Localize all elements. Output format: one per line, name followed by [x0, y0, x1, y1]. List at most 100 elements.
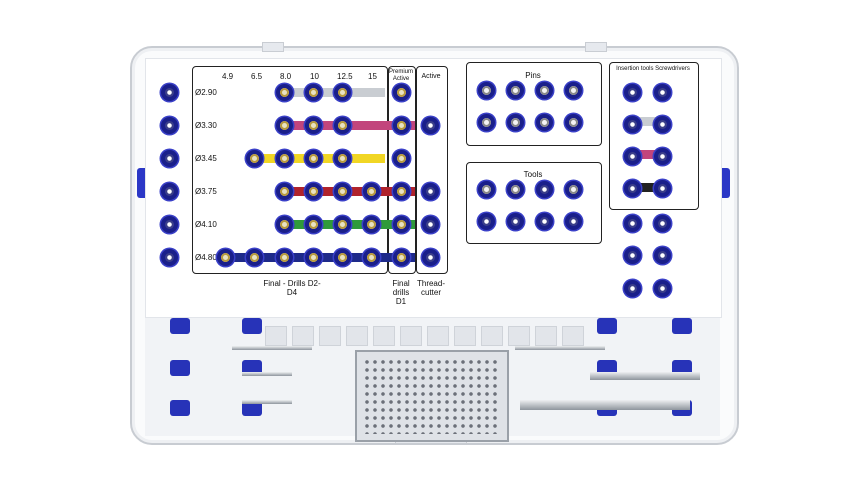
grid-cell [454, 326, 476, 346]
instrument-holder-left[interactable] [242, 400, 262, 416]
left-slot[interactable] [161, 117, 178, 134]
screwdriver-slot[interactable] [624, 148, 641, 165]
final-d1-label: Final drills D1 [392, 279, 410, 306]
tool-slot[interactable] [536, 181, 553, 198]
pin-slot[interactable] [565, 82, 582, 99]
column-header: 12.5 [337, 72, 353, 81]
drill-slot[interactable] [217, 249, 234, 266]
drill-slot[interactable] [334, 150, 351, 167]
tool-slot[interactable] [565, 181, 582, 198]
pins-section [466, 62, 602, 146]
tool-slot[interactable] [478, 181, 495, 198]
tool-slot[interactable] [478, 213, 495, 230]
drill-slot[interactable] [305, 84, 322, 101]
instrument-holder-left[interactable] [170, 318, 190, 334]
pin-slot[interactable] [536, 82, 553, 99]
left-slot[interactable] [161, 150, 178, 167]
thread-cutter-slot[interactable] [422, 249, 439, 266]
instrument-holder-right[interactable] [597, 318, 617, 334]
drill-slot[interactable] [305, 249, 322, 266]
drill-slot[interactable] [334, 216, 351, 233]
pin-slot[interactable] [507, 82, 524, 99]
drill-slot[interactable] [363, 183, 380, 200]
drill-slot[interactable] [276, 216, 293, 233]
drill-slot[interactable] [305, 150, 322, 167]
screwdriver-slot[interactable] [654, 84, 671, 101]
pin-slot[interactable] [565, 114, 582, 131]
instrument-holder-left[interactable] [242, 318, 262, 334]
drill-slot[interactable] [393, 216, 410, 233]
column-header: 4.9 [222, 72, 234, 81]
tool-slot[interactable] [565, 213, 582, 230]
pin-slot[interactable] [478, 114, 495, 131]
mesh-insert[interactable] [355, 350, 509, 442]
drill-slot[interactable] [276, 117, 293, 134]
drill-slot[interactable] [305, 117, 322, 134]
drill-slot[interactable] [246, 150, 263, 167]
tool-slot[interactable] [536, 213, 553, 230]
left-slot[interactable] [161, 249, 178, 266]
left-slot[interactable] [161, 216, 178, 233]
screwdriver-slot[interactable] [654, 180, 671, 197]
grid-cell [508, 326, 530, 346]
drill-slot[interactable] [393, 249, 410, 266]
drill-slot[interactable] [334, 249, 351, 266]
screwdriver-slot[interactable] [624, 180, 641, 197]
row-label: Ø3.45 [195, 154, 217, 163]
screwdriver-slot[interactable] [654, 148, 671, 165]
drill-extension[interactable] [242, 400, 292, 404]
instrument-holder-left[interactable] [170, 400, 190, 416]
drill-slot[interactable] [363, 216, 380, 233]
left-slot[interactable] [161, 84, 178, 101]
drill-slot[interactable] [334, 117, 351, 134]
torque-tool[interactable] [590, 372, 700, 380]
drill-extension[interactable] [242, 372, 292, 376]
thread-cutter-slot[interactable] [422, 117, 439, 134]
screwdriver-slot[interactable] [624, 280, 641, 297]
drill-slot[interactable] [246, 249, 263, 266]
screwdriver-slot[interactable] [624, 84, 641, 101]
grid-cell [481, 326, 503, 346]
drill-slot[interactable] [305, 183, 322, 200]
hex-driver[interactable] [515, 346, 605, 350]
tool-slot[interactable] [507, 181, 524, 198]
screwdriver-slot[interactable] [654, 215, 671, 232]
pin-slot[interactable] [478, 82, 495, 99]
drill-slot[interactable] [334, 183, 351, 200]
ratchet-wrench[interactable] [520, 400, 690, 410]
screwdriver-slot[interactable] [624, 116, 641, 133]
drill-slot[interactable] [393, 150, 410, 167]
thread-cutter-slot[interactable] [422, 216, 439, 233]
left-slot[interactable] [161, 183, 178, 200]
screwdriver-slot[interactable] [624, 247, 641, 264]
tool-slot[interactable] [507, 213, 524, 230]
screwdriver-slot[interactable] [654, 116, 671, 133]
instrument-holder-left[interactable] [170, 360, 190, 376]
thread-cutter-slot[interactable] [422, 183, 439, 200]
drill-slot[interactable] [334, 84, 351, 101]
instrument-holder-right[interactable] [672, 318, 692, 334]
final-drills-label: Final - Drills D2-D4 [263, 279, 321, 297]
final-drills-bracket [192, 66, 388, 274]
drill-extension[interactable] [232, 346, 312, 350]
tools-section [466, 162, 602, 244]
screwdriver-slot[interactable] [654, 280, 671, 297]
pin-slot[interactable] [536, 114, 553, 131]
thread-cutter-label: Thread-cutter [416, 279, 445, 297]
premium-active-header: Premium Active [388, 69, 413, 82]
row-label: Ø2.90 [195, 88, 217, 97]
drill-slot[interactable] [363, 249, 380, 266]
row-label: Ø3.30 [195, 121, 217, 130]
drill-slot[interactable] [276, 150, 293, 167]
drill-slot[interactable] [276, 183, 293, 200]
drill-slot[interactable] [393, 117, 410, 134]
pin-slot[interactable] [507, 114, 524, 131]
screwdriver-slot[interactable] [624, 215, 641, 232]
drill-slot[interactable] [276, 249, 293, 266]
drill-slot[interactable] [393, 84, 410, 101]
grid-cell [562, 326, 584, 346]
drill-slot[interactable] [393, 183, 410, 200]
drill-slot[interactable] [276, 84, 293, 101]
drill-slot[interactable] [305, 216, 322, 233]
screwdriver-slot[interactable] [654, 247, 671, 264]
